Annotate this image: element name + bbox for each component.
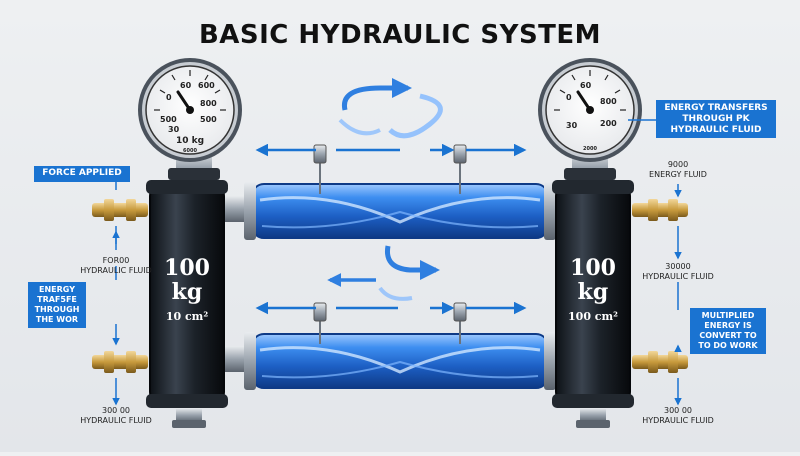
right-pressure-gauge-icon: 0 60 800 200 30 2000 bbox=[538, 58, 642, 162]
gauge-tick-label: 30 bbox=[168, 125, 180, 134]
energy-transfer-label: ENERGY TRAF5FE THROUGH THE WOR bbox=[28, 282, 86, 328]
left-bottom-note: 300 00 HYDRAULIC FLUID bbox=[80, 406, 152, 425]
lower-valves bbox=[313, 302, 467, 344]
gauge-tick-label: 800 bbox=[200, 99, 217, 108]
energy-transfers-label: ENERGY TRANSFERS THROUGH PK HYDRAULIC FL… bbox=[656, 100, 776, 138]
lower-fluid-tube bbox=[210, 332, 590, 390]
gauge-tick-label: 0 bbox=[566, 93, 572, 102]
left-cylinder bbox=[146, 150, 228, 428]
callout-lines bbox=[112, 119, 682, 406]
gauge-tick-label: 0 bbox=[166, 93, 172, 102]
right-mid-note: 30000 HYDRAULIC FLUID bbox=[642, 262, 714, 281]
gauge-tick-label: 30 bbox=[566, 121, 578, 130]
upper-fluid-tube bbox=[210, 182, 590, 240]
left-cylinder-area: 10 cm² bbox=[165, 310, 209, 323]
flow-arrows bbox=[255, 78, 527, 315]
left-cylinder-mass: 100 kg bbox=[164, 255, 210, 305]
left-top-note: FOR00 HYDRAULIC FLUID bbox=[80, 256, 152, 275]
gauge-tick-label: 500 bbox=[200, 115, 217, 124]
gauge-small-label: 2000 bbox=[583, 146, 597, 152]
gauge-tick-label: 60 bbox=[580, 81, 592, 90]
right-top-note: 9000 ENERGY FLUID bbox=[649, 160, 707, 179]
right-cylinder-area: 100 cm² bbox=[568, 310, 618, 323]
right-cylinder-mass: 100 kg bbox=[570, 255, 616, 305]
brass-fittings bbox=[92, 199, 688, 373]
gauge-tick-label: 60 bbox=[180, 81, 192, 90]
gauge-small-label: 6000 bbox=[183, 148, 197, 154]
multiplied-energy-label: MULTIPLIED ENERGY IS CONVERT TO TO DO WO… bbox=[690, 308, 766, 354]
gauge-tick-label: 800 bbox=[600, 97, 617, 106]
upper-valves bbox=[313, 144, 467, 194]
left-pressure-gauge-icon: 0 60 600 800 500 500 30 10 kg 6000 bbox=[138, 58, 242, 162]
force-applied-label: FORCE APPLIED bbox=[34, 166, 130, 182]
gauge-tick-label: 200 bbox=[600, 119, 617, 128]
gauge-unit-label: 10 kg bbox=[176, 136, 204, 146]
gauge-tick-label: 500 bbox=[160, 115, 177, 124]
gauge-tick-label: 600 bbox=[198, 81, 215, 90]
page-title: BASIC HYDRAULIC SYSTEM bbox=[198, 20, 602, 50]
right-bottom-note: 300 00 HYDRAULIC FLUID bbox=[642, 406, 714, 425]
